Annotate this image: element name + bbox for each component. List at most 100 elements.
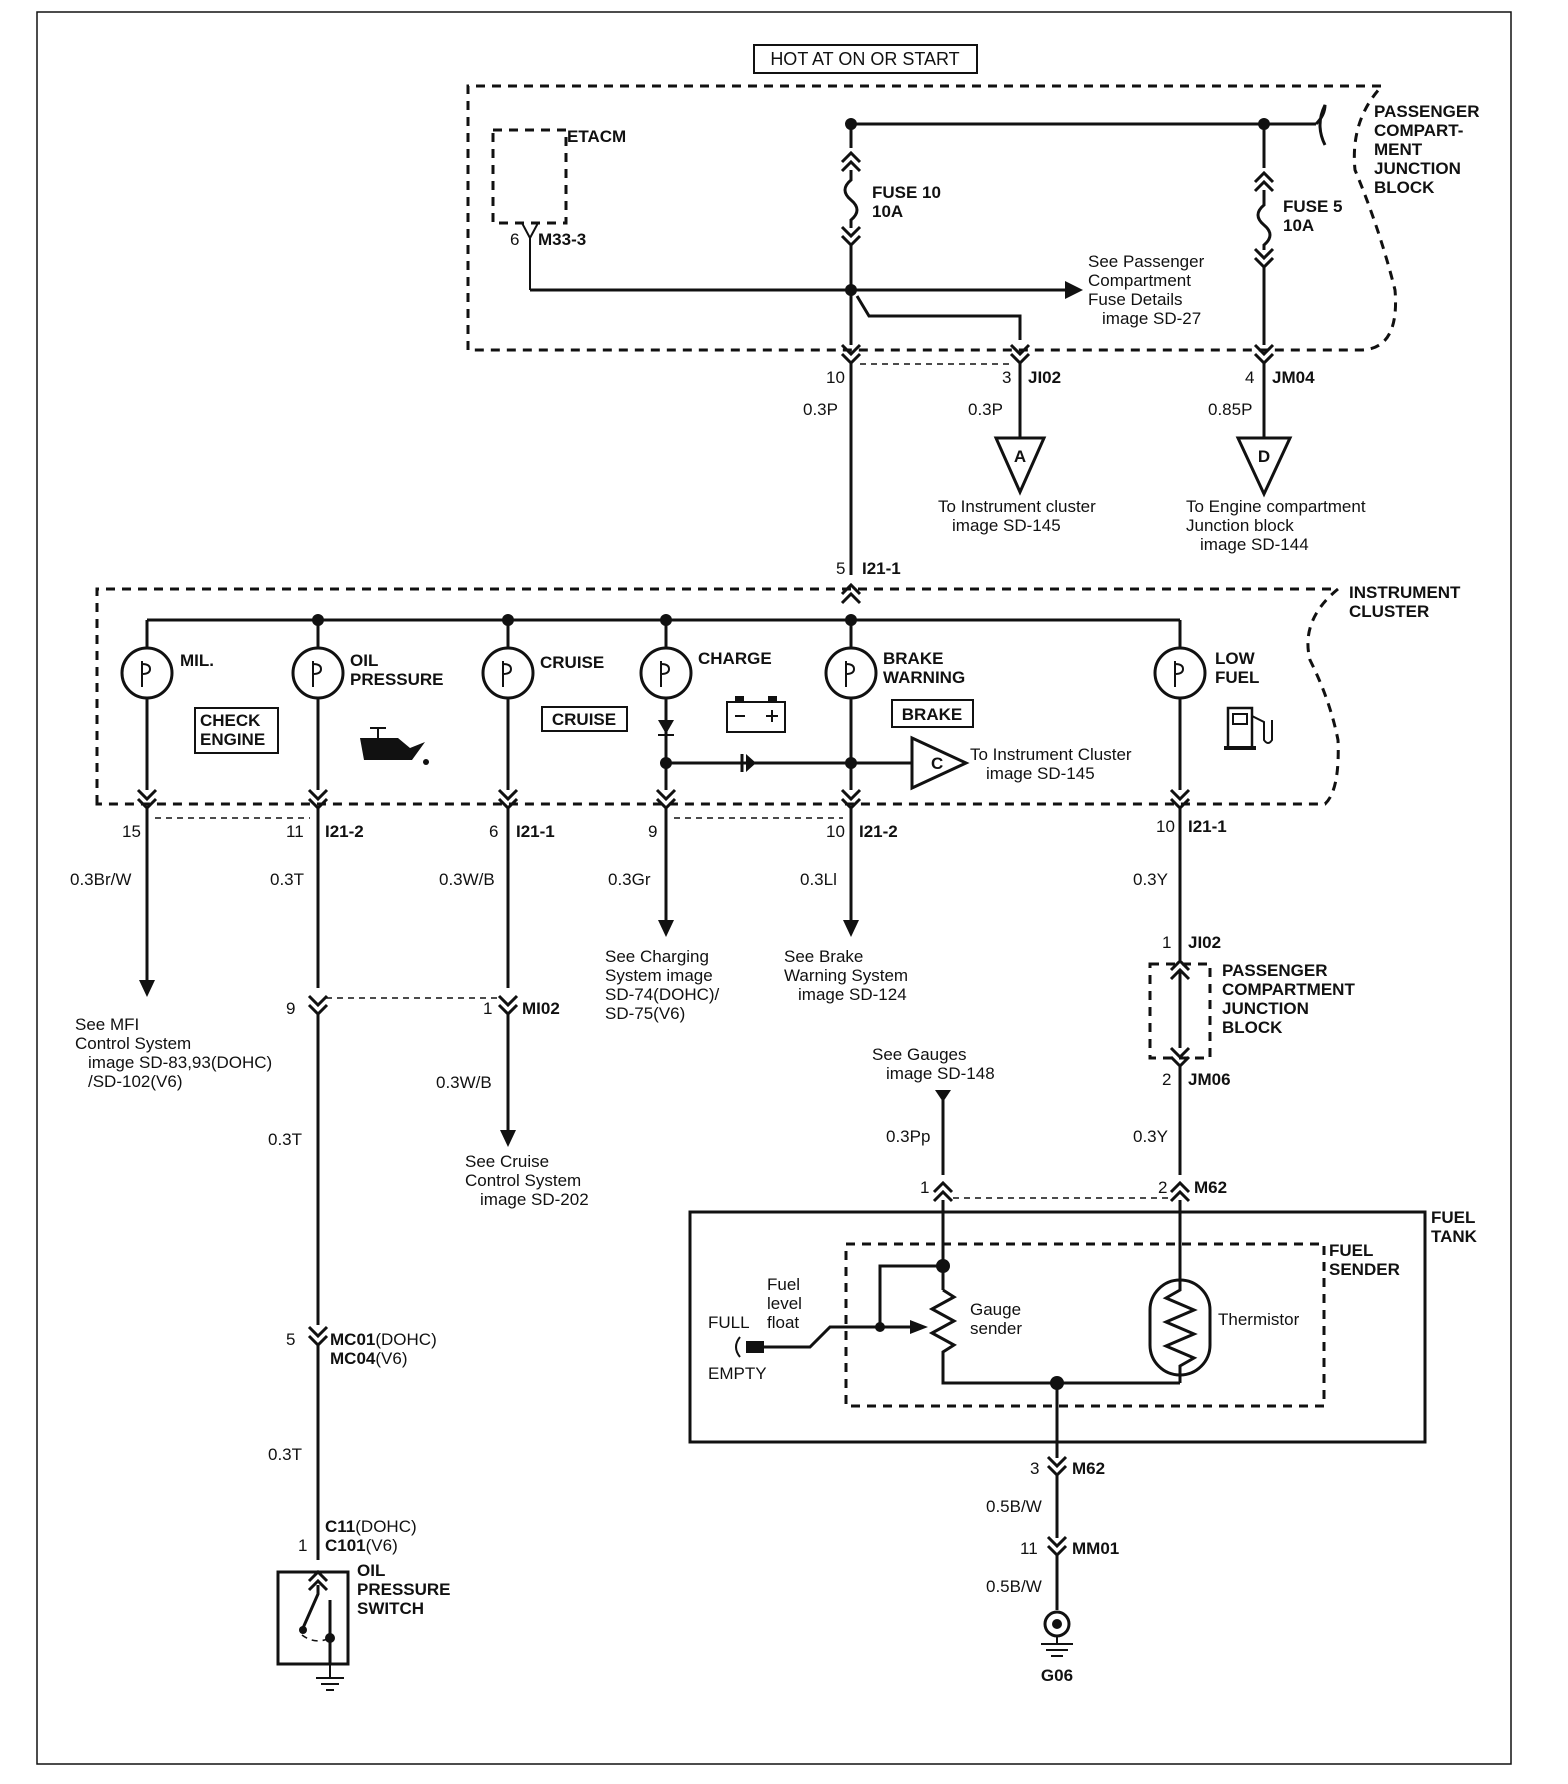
oil-pressure-switch [276, 1570, 350, 1666]
oil-pressure-lamp-icon [291, 646, 345, 700]
page-border [36, 11, 1512, 1765]
svg-text:0.3P: 0.3P [968, 400, 1003, 419]
svg-text:0.3W/B: 0.3W/B [439, 870, 495, 889]
see-brake-ref: See Brake Warning System image SD-124 [784, 947, 913, 1004]
svg-text:10: 10 [826, 368, 845, 387]
svg-text:CRUISE: CRUISE [540, 653, 604, 672]
svg-text:3: 3 [1030, 1459, 1039, 1478]
to-ecjb-ref: To Engine compartment Junction block ima… [1186, 497, 1370, 554]
svg-text:G06: G06 [1041, 1666, 1073, 1685]
mil-lamp-icon [120, 646, 174, 700]
svg-text:2: 2 [1162, 1070, 1171, 1089]
low-fuel-lamp-icon [1153, 646, 1207, 700]
svg-text:A: A [1014, 447, 1026, 466]
svg-text:5: 5 [836, 559, 845, 578]
svg-text:3: 3 [1002, 368, 1011, 387]
svg-text:CRUISE: CRUISE [552, 710, 616, 729]
svg-text:MIL.: MIL. [180, 651, 214, 670]
svg-text:15: 15 [122, 822, 141, 841]
fuse-10-label: FUSE 10 10A [872, 183, 946, 221]
to-ic-a-ref: To Instrument cluster image SD-145 [938, 497, 1101, 535]
svg-text:JM04: JM04 [1272, 368, 1315, 387]
svg-text:M33-3: M33-3 [538, 230, 586, 249]
see-charging-ref: See Charging System image SD-74(DOHC)/ S… [605, 947, 724, 1023]
svg-text:11: 11 [286, 822, 304, 841]
svg-text:1: 1 [920, 1178, 929, 1197]
see-mfi-ref: See MFI Control System image SD-83,93(DO… [75, 1015, 277, 1091]
cruise-lamp-icon [481, 646, 535, 700]
svg-text:C11(DOHC): C11(DOHC) [325, 1517, 417, 1536]
svg-text:6: 6 [510, 230, 519, 249]
brake-warning-lamp-icon [824, 646, 878, 700]
svg-text:5: 5 [286, 1330, 295, 1349]
svg-text:0.3Br/W: 0.3Br/W [70, 870, 131, 889]
hot-label: HOT AT ON OR START [770, 49, 959, 69]
svg-text:0.85P: 0.85P [1208, 400, 1252, 419]
oil-pressure-switch-label: OIL PRESSURE SWITCH [357, 1561, 455, 1618]
svg-text:0.5B/W: 0.5B/W [986, 1497, 1042, 1516]
svg-text:0.3Y: 0.3Y [1133, 870, 1168, 889]
svg-text:0.3T: 0.3T [268, 1445, 302, 1464]
svg-text:9: 9 [286, 999, 295, 1018]
svg-text:0.3T: 0.3T [268, 1130, 302, 1149]
svg-text:I21-2: I21-2 [859, 822, 898, 841]
svg-text:0.3T: 0.3T [270, 870, 304, 889]
hot-label-box [753, 44, 978, 74]
fuel-pump-icon [1224, 706, 1273, 750]
svg-text:MC01(DOHC): MC01(DOHC) [330, 1330, 437, 1349]
svg-text:JM06: JM06 [1188, 1070, 1231, 1089]
svg-text:M62: M62 [1194, 1178, 1227, 1197]
terminal-d [1235, 436, 1293, 498]
etacm-label: ETACM [567, 127, 626, 146]
svg-text:0.3Y: 0.3Y [1133, 1127, 1168, 1146]
svg-text:C101(V6): C101(V6) [325, 1536, 398, 1555]
fuel-tank-label: FUEL TANK [1431, 1208, 1480, 1246]
svg-text:1: 1 [483, 999, 492, 1018]
svg-text:0.3W/B: 0.3W/B [436, 1073, 492, 1092]
svg-text:I21-2: I21-2 [325, 822, 364, 841]
pcjb2-label: PASSENGER COMPARTMENT JUNCTION BLOCK [1222, 961, 1360, 1037]
to-ic-c-ref: To Instrument Cluster image SD-145 [970, 745, 1136, 783]
svg-text:I21-1: I21-1 [516, 822, 555, 841]
etacm-box [491, 128, 568, 225]
switch-ground-icon [316, 1664, 344, 1691]
instrument-cluster-outline [95, 587, 1343, 806]
svg-text:Thermistor: Thermistor [1218, 1310, 1300, 1329]
svg-text:FULL: FULL [708, 1313, 750, 1332]
cruise-box [541, 706, 628, 732]
svg-text:I21-1: I21-1 [1188, 817, 1227, 836]
fuel-level-float-label: Fuel level float [767, 1275, 807, 1332]
svg-text:D: D [1258, 447, 1270, 466]
svg-text:M62: M62 [1072, 1459, 1105, 1478]
pcjb-outline [466, 84, 1398, 352]
svg-text:MI02: MI02 [522, 999, 560, 1018]
ground-g06-icon [1041, 1610, 1073, 1657]
svg-text:0.3Gr: 0.3Gr [608, 870, 651, 889]
fuse-5-label: FUSE 5 10A [1283, 197, 1347, 235]
svg-text:0.3Ll: 0.3Ll [800, 870, 837, 889]
svg-text:JI02: JI02 [1028, 368, 1061, 387]
see-gauges-ref: See Gauges image SD-148 [872, 1045, 995, 1083]
terminal-c [910, 735, 970, 791]
brake-box [891, 699, 974, 728]
battery-icon [726, 696, 786, 733]
gauge-sender-label: Gauge sender [970, 1300, 1026, 1338]
svg-text:MM01: MM01 [1072, 1539, 1119, 1558]
pcjb-label: PASSENGER COMPART- MENT JUNCTION BLOCK [1374, 102, 1484, 197]
svg-text:1: 1 [1162, 933, 1171, 952]
fuse-5-icon [1256, 190, 1272, 250]
gauge-sender-resistor [928, 1288, 1180, 1385]
check-engine-box [194, 707, 279, 754]
svg-text:10: 10 [1156, 817, 1175, 836]
svg-text:11: 11 [1020, 1539, 1038, 1558]
svg-text:9: 9 [648, 822, 657, 841]
oil-can-icon [360, 727, 429, 765]
svg-text:4: 4 [1245, 368, 1254, 387]
svg-text:I21-1: I21-1 [862, 559, 901, 578]
svg-text:0.3Pp: 0.3Pp [886, 1127, 930, 1146]
